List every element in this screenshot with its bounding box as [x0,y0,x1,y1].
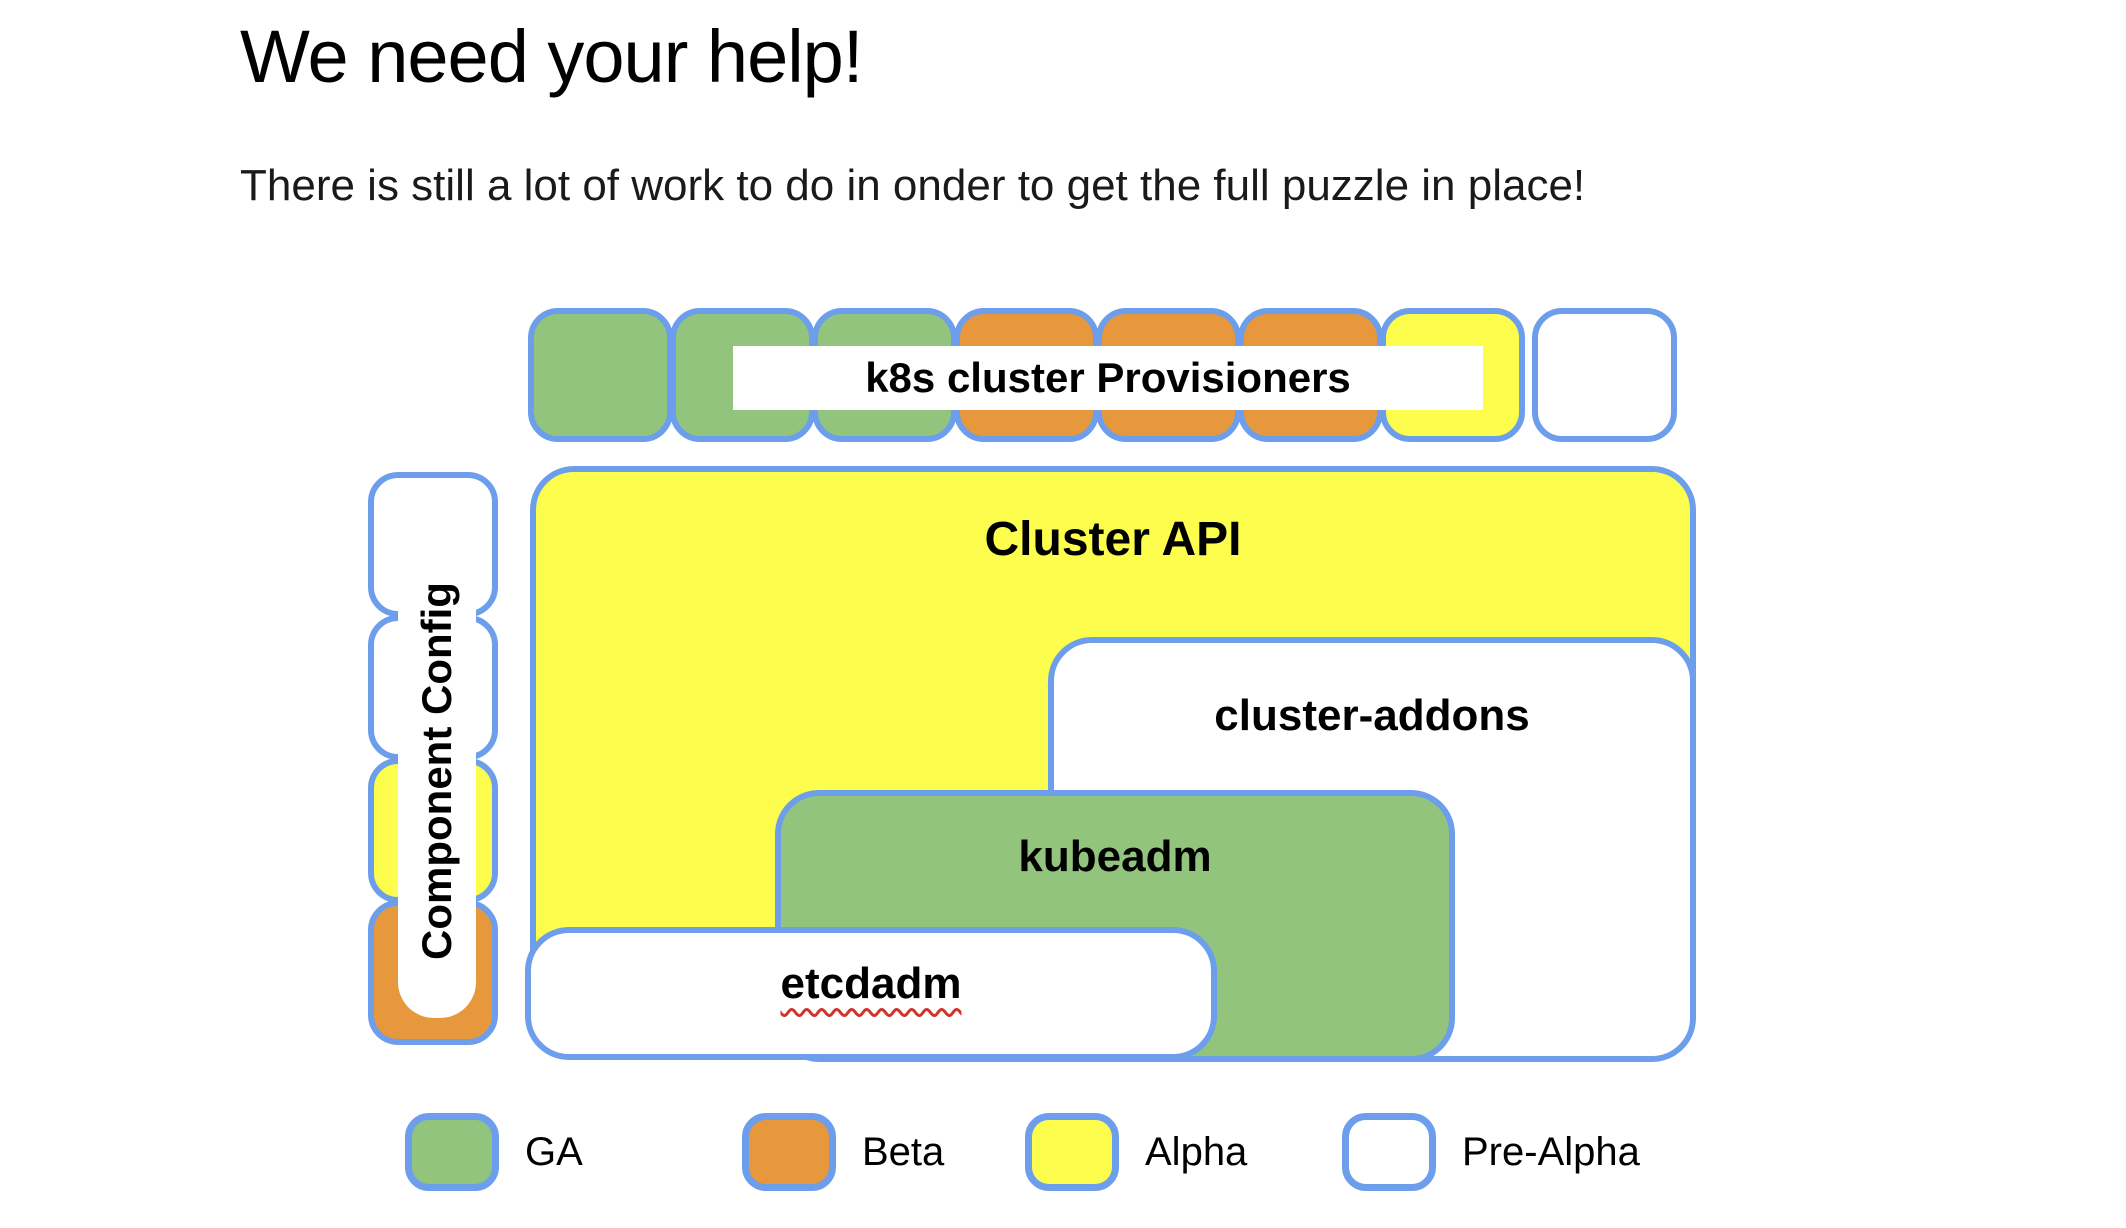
etcdadm-label-text: etcdadm [780,959,962,1008]
slide-title: We need your help! [240,15,863,98]
legend-label-beta: Beta [862,1130,945,1174]
legend-swatch-alpha [1025,1113,1119,1191]
etcdadm-box: etcdadm [525,927,1217,1060]
slide-subtitle: There is still a lot of work to do in on… [240,161,1586,210]
cluster-addons-label: cluster-addons [1214,691,1530,740]
legend-label-prealpha: Pre-Alpha [1462,1130,1640,1174]
legend-swatch-prealpha [1342,1113,1436,1191]
component-config-label: Component Config [413,582,460,960]
cluster-api-label: Cluster API [984,513,1242,566]
component-config-label-strip: Component Config [398,524,476,1018]
etcdadm-label: etcdadm [531,959,1211,1009]
provisioner-square [528,308,673,442]
legend-swatch-ga [405,1113,499,1191]
legend-swatch-beta [742,1113,836,1191]
kubeadm-label: kubeadm [1018,832,1212,881]
provisioner-square [1532,308,1677,442]
legend-label-alpha: Alpha [1145,1130,1248,1174]
provisioners-row-label: k8s cluster Provisioners [733,346,1483,410]
legend-label-ga: GA [525,1130,583,1174]
